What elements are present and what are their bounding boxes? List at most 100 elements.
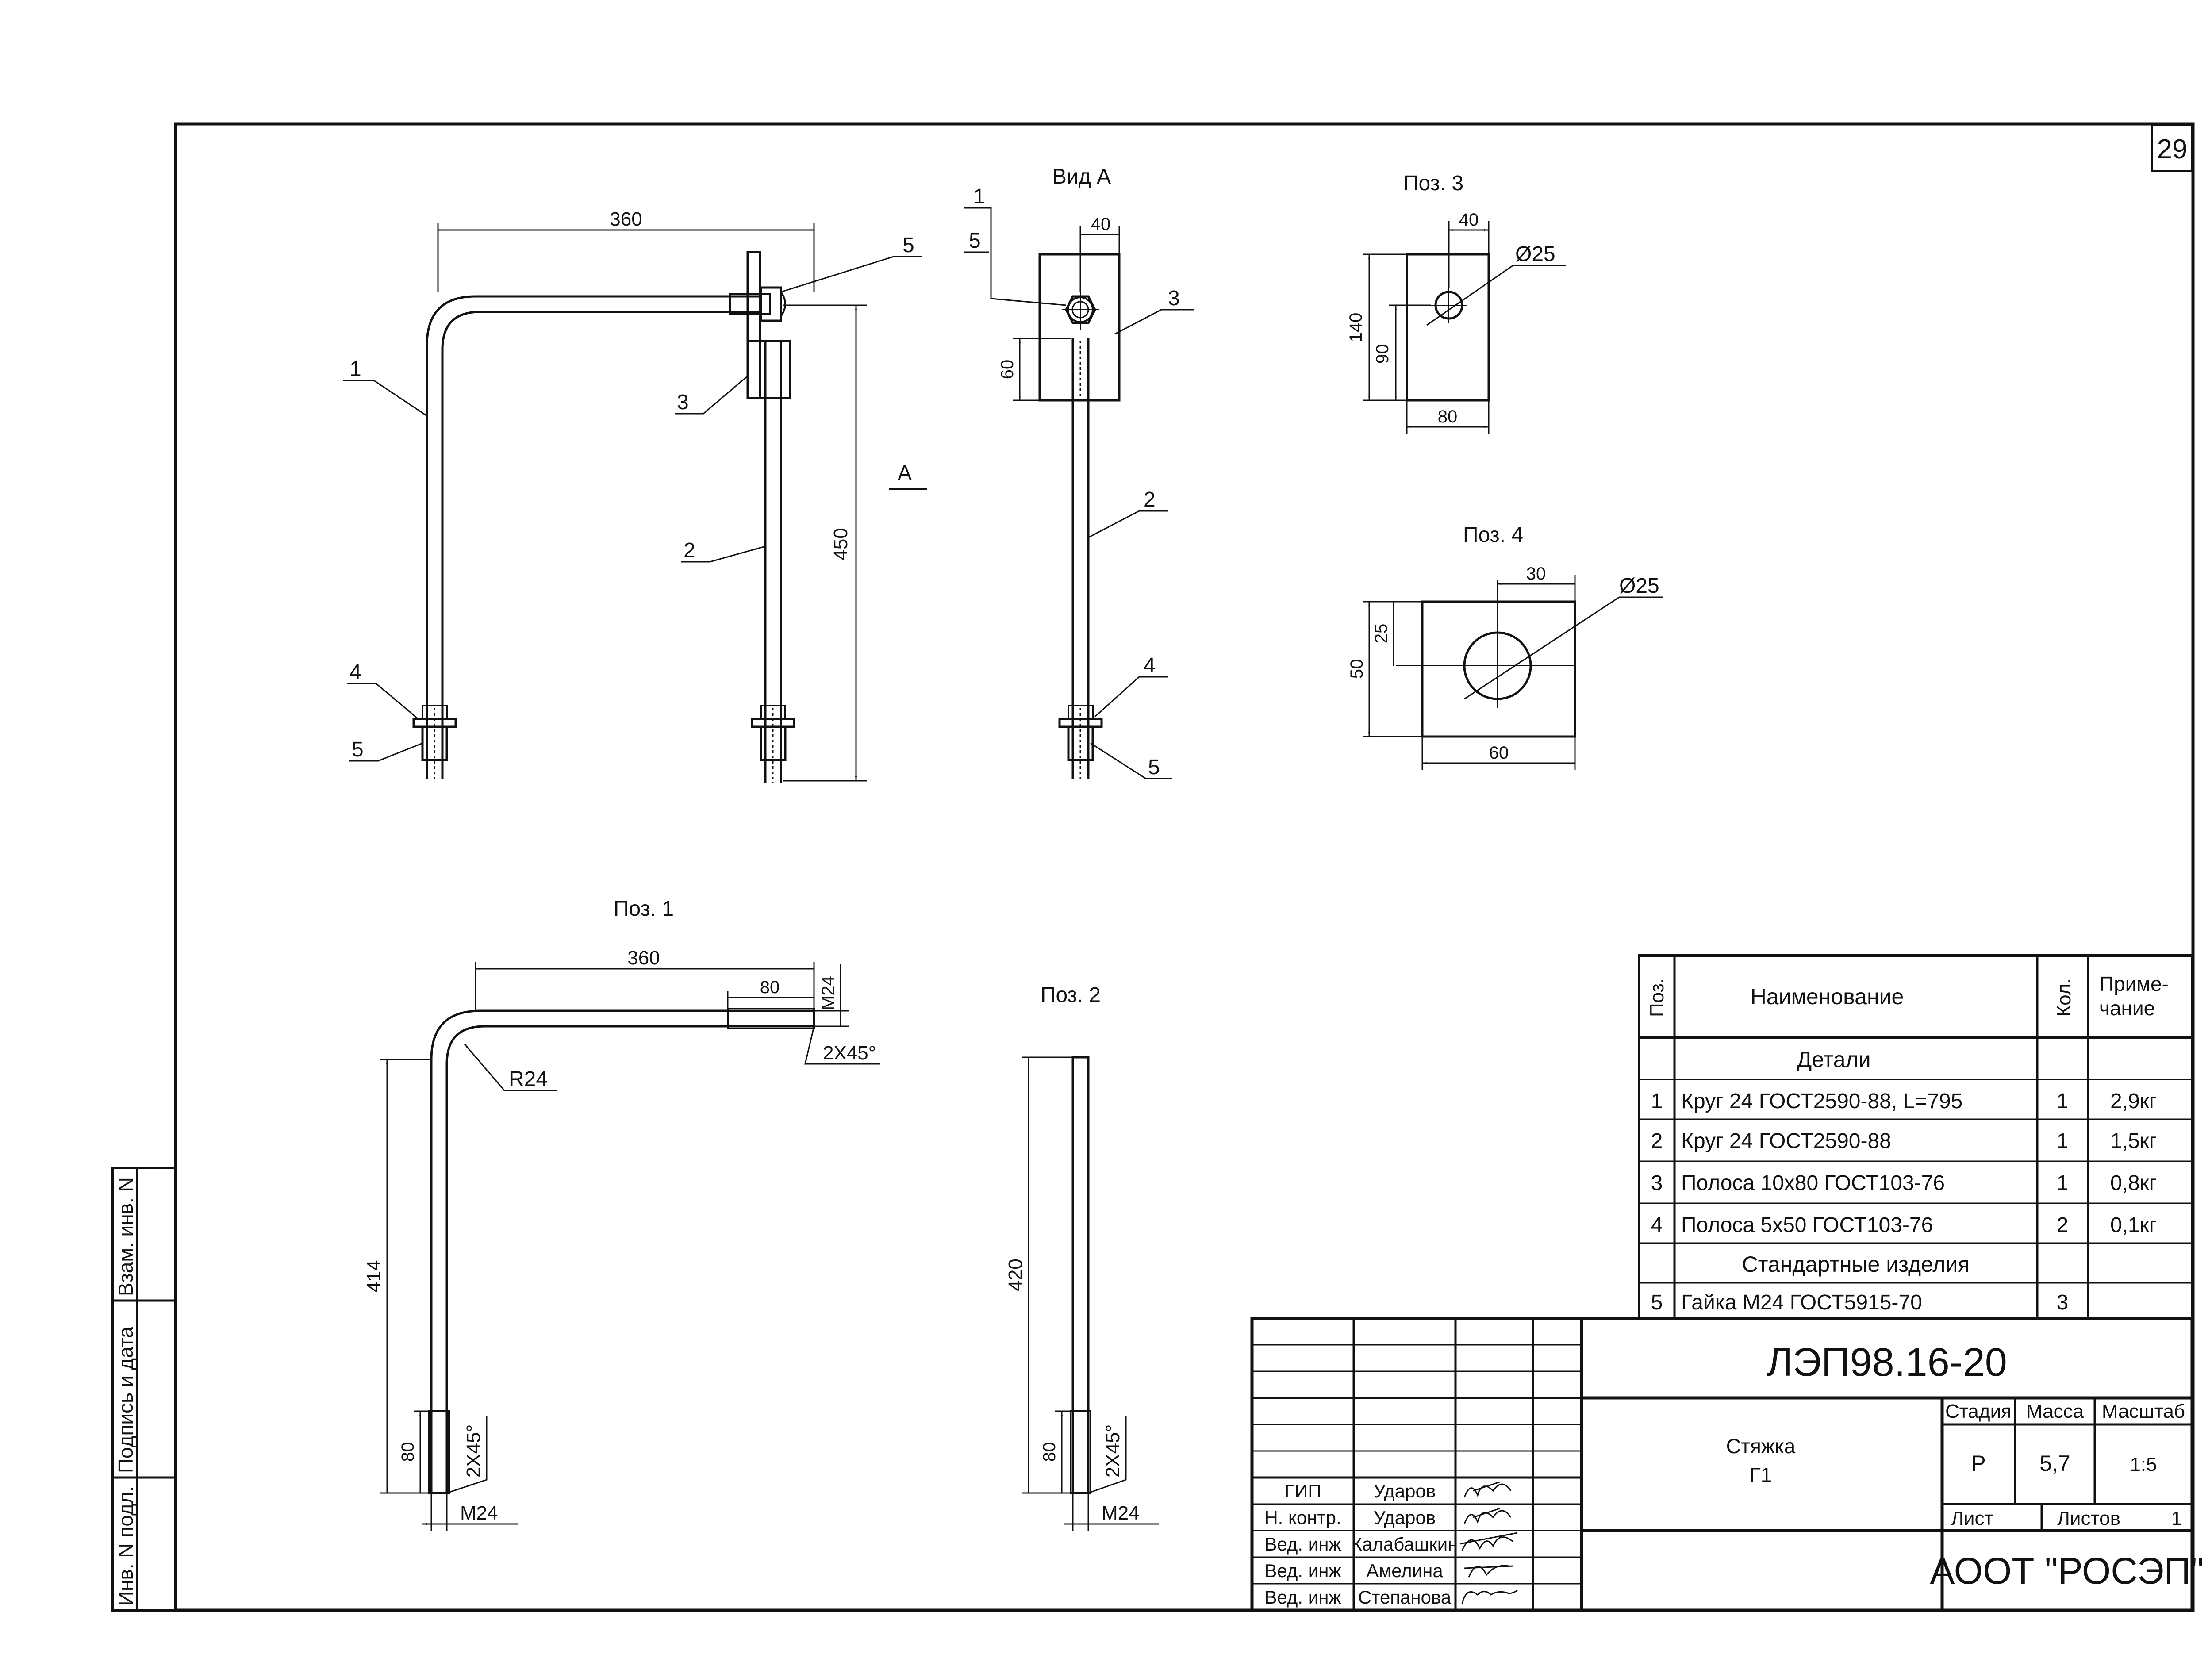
sign-role-1: ГИП — [1284, 1481, 1321, 1501]
view-a-title: Вид A — [1052, 165, 1111, 188]
sign-role-5: Вед. инж — [1264, 1587, 1341, 1608]
side-stamp-vzam-inv: Взам. инв. N — [114, 1177, 137, 1296]
sign-name-1: Ударов — [1374, 1481, 1436, 1501]
spec-row-3-qty: 1 — [2057, 1171, 2069, 1195]
pos4-title: Поз. 4 — [1463, 523, 1523, 547]
pos4-dim-25: 25 — [1371, 624, 1391, 644]
assembly-view: 360 450 A 1 2 3 4 5 5 — [343, 208, 927, 783]
item-name-line2: Г1 — [1750, 1463, 1772, 1486]
side-stamp-podpis-data: Подпись и дата — [114, 1327, 137, 1473]
sign-role-2: Н. контр. — [1264, 1507, 1341, 1528]
side-stamp: Инв. N подл. Подпись и дата Взам. инв. N — [111, 1167, 177, 1612]
sign-name-2: Ударов — [1374, 1507, 1436, 1528]
mass-value: 5,7 — [2039, 1451, 2070, 1476]
spec-row-1-qty: 1 — [2057, 1090, 2069, 1113]
spec-row-1-note: 2,9кг — [2110, 1090, 2157, 1113]
pos1-dim-360: 360 — [627, 947, 660, 969]
spec-row-5-qty: 3 — [2057, 1291, 2069, 1314]
view-a-leader-4: 4 — [1144, 654, 1156, 677]
pos1-dim-414: 414 — [363, 1260, 385, 1292]
pos1-dim-m24-top: M24 — [818, 976, 838, 1010]
spec-row-4-note: 0,1кг — [2110, 1213, 2157, 1237]
pos2-dim-m24: M24 — [1102, 1502, 1140, 1524]
scale-value: 1:5 — [2130, 1454, 2157, 1475]
pos4-dim-30: 30 — [1526, 564, 1546, 583]
assembly-view-arrow-label: A — [898, 461, 912, 485]
spec-row-2-note: 1,5кг — [2110, 1129, 2157, 1153]
mass-label: Масса — [2026, 1401, 2084, 1422]
pos1-dim-radius: R24 — [509, 1067, 548, 1091]
pos3-dim-140: 140 — [1346, 313, 1366, 342]
pos1-dim-m24-bottom: M24 — [460, 1502, 498, 1524]
pos4-dim-50: 50 — [1347, 659, 1367, 679]
pos4-dim-hole: Ø25 — [1619, 574, 1659, 598]
spec-row-2-qty: 1 — [2057, 1129, 2069, 1153]
view-a-dim-width: 40 — [1091, 215, 1111, 234]
pos2-dim-chamfer: 2X45° — [1102, 1424, 1124, 1478]
pos2-dim-80: 80 — [1040, 1442, 1059, 1462]
scale-label: Масштаб — [2102, 1401, 2185, 1422]
assembly-dim-height: 450 — [830, 528, 852, 560]
view-a-leader-1: 1 — [973, 185, 985, 208]
pos3-dim-80: 80 — [1438, 407, 1458, 426]
view-a: Вид A 40 60 1 5 3 2 — [964, 165, 1194, 779]
pos3-title: Поз. 3 — [1403, 172, 1463, 195]
spec-row-3-pos: 3 — [1651, 1171, 1663, 1195]
pos2-title: Поз. 2 — [1041, 983, 1101, 1007]
view-a-leader-5-bottom: 5 — [1148, 756, 1160, 779]
assembly-dim-length: 360 — [610, 208, 642, 230]
sheet-label: Лист — [1951, 1508, 1993, 1529]
drawing-frame: 29 — [174, 122, 2195, 1612]
assembly-leader-5-bottom: 5 — [352, 738, 364, 761]
spec-header-name: Наименование — [1751, 984, 1904, 1009]
pos4-dim-60: 60 — [1489, 743, 1509, 763]
spec-row-5-pos: 5 — [1651, 1291, 1663, 1314]
assembly-leader-3: 3 — [677, 391, 689, 414]
designation: ЛЭП98.16-20 — [1767, 1340, 2007, 1385]
signature-4 — [1464, 1565, 1513, 1578]
spec-header-note: Приме-чание — [2099, 972, 2169, 1020]
pos1-title: Поз. 1 — [614, 897, 674, 921]
pos1-dim-chamfer-top: 2X45° — [823, 1042, 876, 1064]
pos1-dim-chamfer-bottom: 2X45° — [463, 1424, 484, 1478]
organization: АООТ "РОСЭП" — [1930, 1550, 2204, 1592]
stage-value: Р — [1971, 1451, 1985, 1476]
spec-header-pos: Поз. — [1646, 978, 1668, 1017]
assembly-leader-1: 1 — [349, 357, 361, 381]
signature-2 — [1463, 1508, 1512, 1524]
view-a-leader-5-top: 5 — [969, 229, 981, 253]
spec-row-2-pos: 2 — [1651, 1129, 1663, 1153]
pos2-detail: Поз. 2 420 80 2X45° M24 — [1005, 983, 1159, 1531]
assembly-leader-5-top: 5 — [902, 234, 914, 257]
pos3-dim-hole: Ø25 — [1515, 242, 1555, 266]
spec-row-4-pos: 4 — [1651, 1213, 1663, 1237]
signature-3 — [1459, 1532, 1518, 1551]
pos3-detail: Поз. 3 40 Ø25 140 90 80 — [1346, 172, 1566, 434]
pos3-dim-40: 40 — [1459, 210, 1479, 230]
assembly-leader-2: 2 — [684, 539, 695, 562]
pos4-detail: Поз. 4 30 Ø25 25 50 60 — [1347, 523, 1663, 770]
pos3-dim-90: 90 — [1373, 344, 1392, 364]
sheets-value: 1 — [2171, 1508, 2182, 1529]
spec-row-4-qty: 2 — [2057, 1213, 2069, 1237]
sign-name-5: Степанова — [1358, 1587, 1452, 1608]
pos2-dim-420: 420 — [1005, 1259, 1026, 1291]
spec-row-1-pos: 1 — [1651, 1090, 1663, 1113]
signature-5 — [1461, 1589, 1518, 1604]
spec-row-5-name: Гайка М24 ГОСТ5915-70 — [1681, 1291, 1922, 1314]
view-a-leader-3: 3 — [1168, 287, 1180, 310]
item-name-line1: Стяжка — [1726, 1435, 1796, 1458]
view-a-dim-60: 60 — [998, 360, 1017, 380]
spec-header-qty: Кол. — [2053, 978, 2075, 1017]
spec-row-4-name: Полоса 5х50 ГОСТ103-76 — [1681, 1213, 1933, 1237]
sheet-number: 29 — [2157, 134, 2188, 165]
view-a-leader-2: 2 — [1144, 488, 1156, 511]
assembly-leader-4: 4 — [349, 660, 361, 684]
signature-1 — [1463, 1481, 1512, 1498]
sign-role-3: Вед. инж — [1264, 1534, 1341, 1555]
sign-name-4: Амелина — [1366, 1560, 1443, 1581]
spec-table: Поз. Наименование Кол. Приме-чание Детал… — [1638, 954, 2193, 1320]
sheets-label: Листов — [2057, 1508, 2120, 1529]
spec-section-standard: Стандартные изделия — [1742, 1252, 1970, 1277]
